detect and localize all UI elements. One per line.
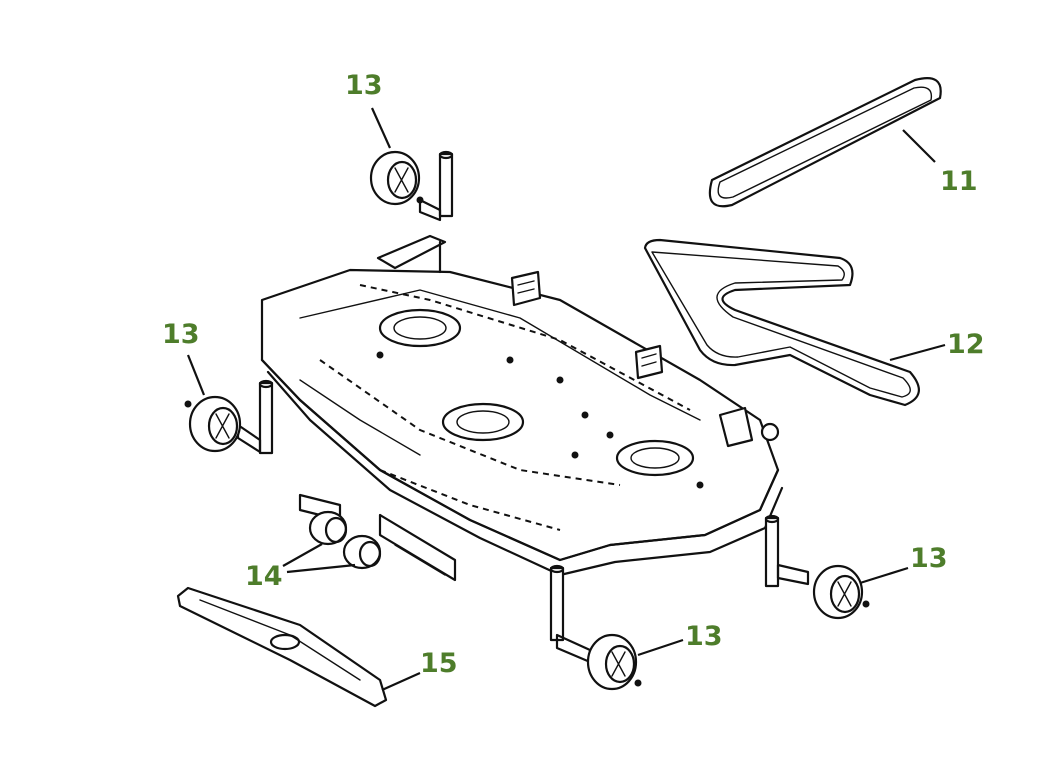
callout-11: 11 [940, 166, 978, 197]
belt-11 [708, 77, 942, 208]
caster-wheel-right [764, 514, 909, 620]
callout-13-left: 13 [162, 319, 200, 350]
spindle-pulleys-14 [282, 510, 382, 574]
callout-12: 12 [947, 329, 985, 360]
caster-wheel-bottom [549, 564, 684, 691]
callout-13-right: 13 [910, 543, 948, 574]
belt-12 [643, 238, 920, 407]
callout-13-bottom: 13 [685, 621, 723, 652]
callout-13-top: 13 [345, 70, 383, 101]
mower-blade-15 [176, 586, 421, 708]
caster-wheel-left [184, 354, 274, 455]
caster-wheel-top [369, 107, 454, 222]
callout-15: 15 [420, 648, 458, 679]
callout-14: 14 [245, 561, 283, 592]
